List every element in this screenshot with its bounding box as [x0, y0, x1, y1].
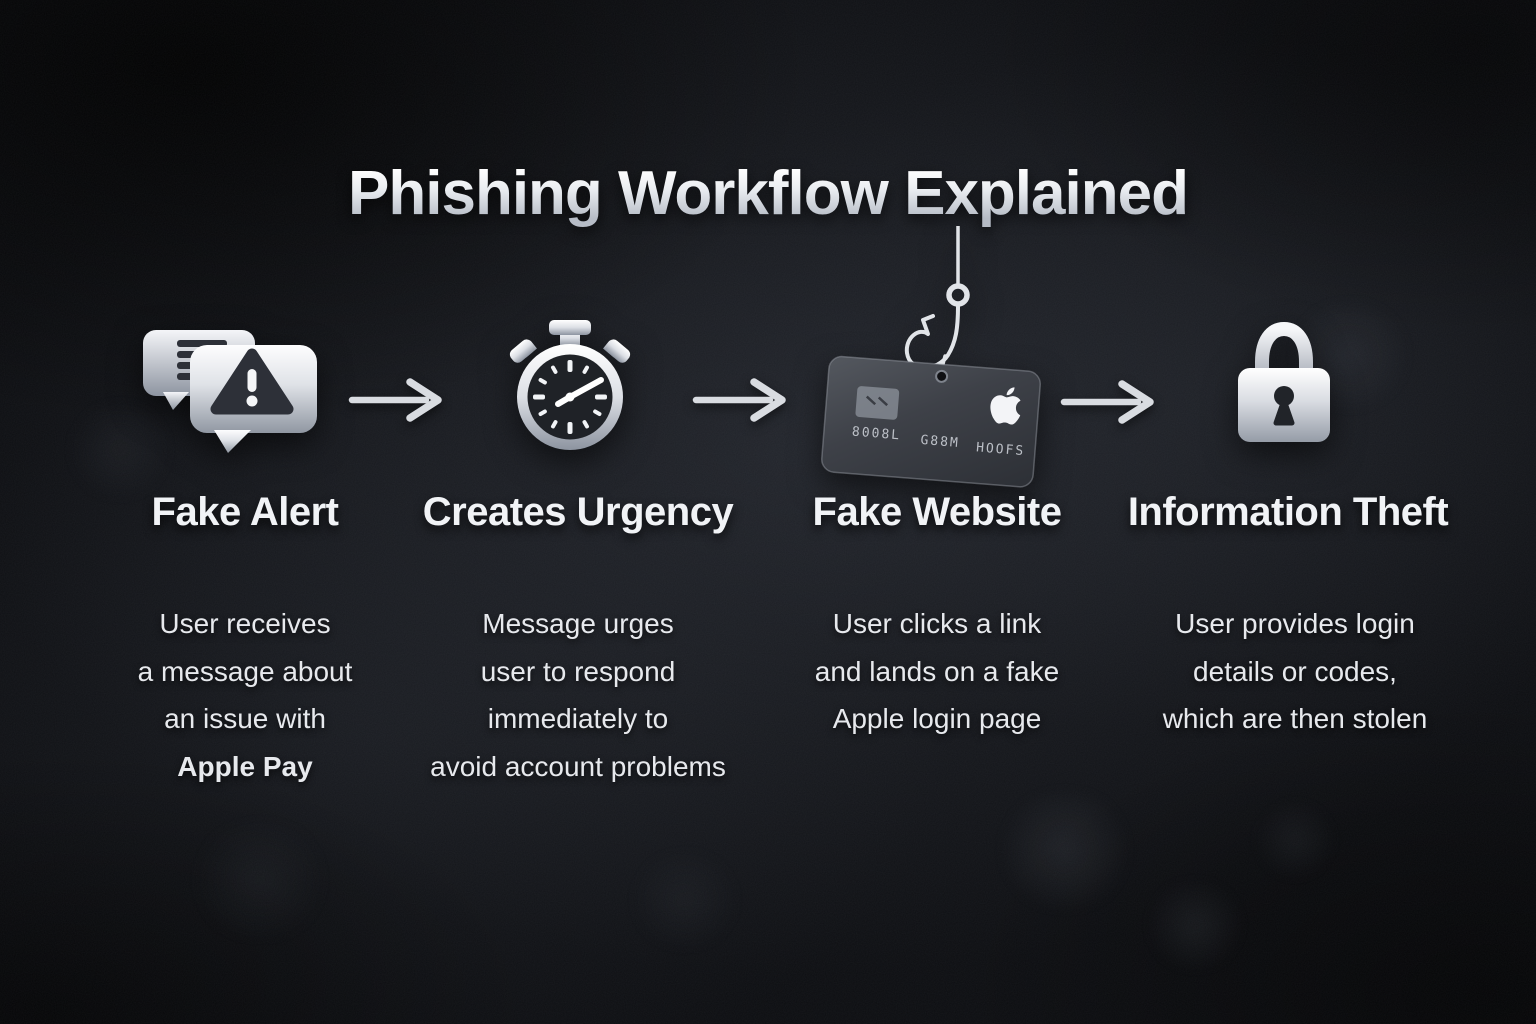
tick-marks: [533, 360, 607, 434]
description-line: Apple login page: [832, 703, 1042, 734]
bokeh-blob: [620, 850, 750, 950]
bokeh-blob: [180, 820, 340, 940]
step-label-creates-urgency: Creates Urgency: [422, 490, 734, 534]
card-text: G88M: [920, 433, 960, 451]
right-pusher: [603, 339, 631, 363]
arrow-right-icon: [692, 378, 786, 422]
step-label-information-theft: Information Theft: [1127, 490, 1449, 534]
description-line: details or codes,: [1193, 655, 1397, 687]
lock-shackle: [1255, 322, 1313, 384]
description-line: immediately to: [487, 703, 669, 734]
card-text: 8008L: [851, 425, 901, 444]
step-description-information-theft: User provides login details or codes, wh…: [1105, 600, 1485, 743]
card-hole: [935, 369, 949, 383]
page-title: Phishing Workflow Explained: [0, 158, 1536, 229]
bokeh-blob: [1140, 880, 1250, 970]
padlock-icon: [1238, 322, 1330, 442]
stopwatch-icon: [509, 320, 631, 450]
fishhook: [904, 226, 970, 374]
description-line: Message urges: [482, 608, 674, 639]
step-description-fake-alert: User receives a message about an issue w…: [75, 600, 415, 790]
card-text: HOOFS: [976, 440, 1026, 459]
hooked-card-icon: 8008L G88M HOOFS: [821, 226, 1042, 488]
description-line: an issue with: [164, 703, 326, 734]
keyhole: [1274, 386, 1294, 406]
description-line: Apple Pay: [177, 750, 313, 782]
description-line: User provides login: [1175, 608, 1415, 639]
arrow-right-icon: [1060, 380, 1154, 424]
card-chip: [855, 386, 900, 420]
left-pusher: [509, 339, 537, 363]
bokeh-blob: [1250, 800, 1340, 880]
step-description-creates-urgency: Message urges user to respond immediatel…: [408, 600, 748, 790]
description-line: User clicks a link: [832, 608, 1042, 639]
description-line: user to respond: [480, 655, 676, 687]
step-description-fake-website: User clicks a link and lands on a fake A…: [767, 600, 1107, 743]
step-label-fake-alert: Fake Alert: [151, 490, 339, 534]
step-label-fake-website: Fake Website: [812, 490, 1062, 534]
alert-messages-icon: [143, 330, 317, 453]
front-chat-bubble: [190, 345, 317, 453]
bokeh-blob: [990, 790, 1140, 910]
description-line: and lands on a fake: [814, 655, 1060, 687]
apple-logo: [990, 387, 1021, 425]
description-line: User receives: [159, 608, 331, 639]
description-line: which are then stolen: [1162, 703, 1428, 734]
description-line: avoid account problems: [430, 750, 726, 782]
description-line: a message about: [137, 655, 353, 687]
arrow-right-icon: [348, 378, 442, 422]
fake-card: 8008L G88M HOOFS: [821, 355, 1042, 488]
